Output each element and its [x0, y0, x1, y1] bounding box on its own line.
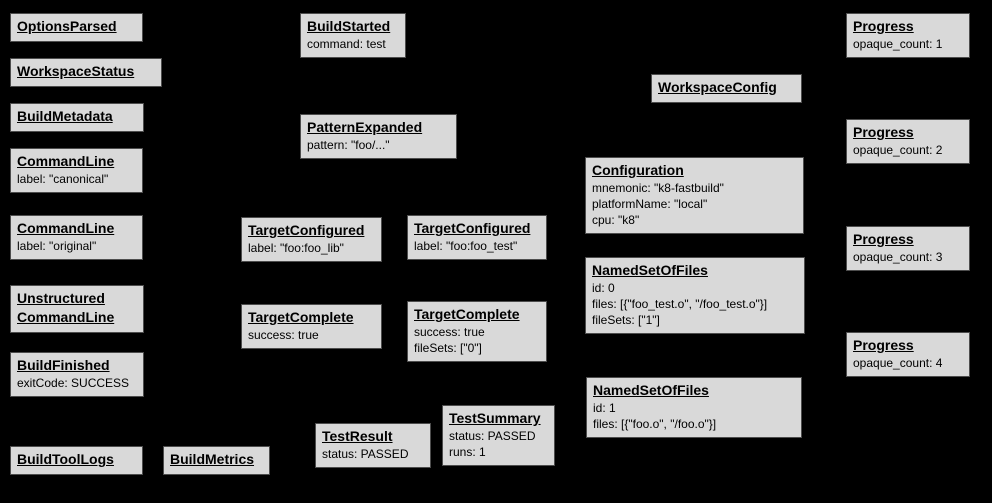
event-title: Unstructured CommandLine: [17, 290, 115, 325]
event-field: fileSets: ["0"]: [414, 341, 482, 355]
event-box-unstructured-command-line: Unstructured CommandLine: [10, 285, 144, 333]
event-box-test-result: TestResult status: PASSED: [315, 423, 431, 468]
event-title: CommandLine: [17, 220, 115, 236]
event-title: PatternExpanded: [307, 119, 423, 135]
event-field: opaque_count: 2: [853, 143, 943, 157]
event-box-build-finished: BuildFinished exitCode: SUCCESS: [10, 352, 144, 397]
event-box-command-line-original: CommandLine label: "original": [10, 215, 143, 260]
event-box-options-parsed: OptionsParsed: [10, 13, 143, 42]
event-box-target-complete-foo-lib: TargetComplete success: true: [241, 304, 382, 349]
event-title: CommandLine: [17, 153, 115, 169]
event-box-test-summary: TestSummary status: PASSED runs: 1: [442, 405, 555, 466]
event-field: label: "canonical": [17, 172, 109, 186]
event-title: NamedSetOfFiles: [593, 382, 709, 398]
event-title: BuildToolLogs: [17, 451, 114, 467]
event-title: TargetComplete: [248, 309, 354, 325]
event-title: OptionsParsed: [17, 18, 117, 34]
event-field: id: 1: [593, 401, 616, 415]
event-field: pattern: "foo/...": [307, 138, 390, 152]
event-field: label: "original": [17, 239, 97, 253]
event-title: TargetComplete: [414, 306, 520, 322]
event-field: exitCode: SUCCESS: [17, 376, 130, 390]
event-field: success: true: [414, 325, 485, 339]
event-title: BuildStarted: [307, 18, 391, 34]
event-field: status: PASSED: [322, 447, 409, 461]
event-title: WorkspaceStatus: [17, 63, 135, 79]
event-title: Progress: [853, 124, 914, 140]
event-box-target-configured-foo-lib: TargetConfigured label: "foo:foo_lib": [241, 217, 382, 262]
event-box-build-metrics: BuildMetrics: [163, 446, 270, 475]
event-field: id: 0: [592, 281, 615, 295]
event-box-progress-1: Progress opaque_count: 1: [846, 13, 970, 58]
event-box-progress-3: Progress opaque_count: 3: [846, 226, 970, 271]
event-box-build-metadata: BuildMetadata: [10, 103, 144, 132]
event-box-progress-2: Progress opaque_count: 2: [846, 119, 970, 164]
event-title: BuildFinished: [17, 357, 110, 373]
event-box-command-line-canonical: CommandLine label: "canonical": [10, 148, 143, 193]
event-box-configuration: Configuration mnemonic: "k8-fastbuild" p…: [585, 157, 804, 234]
event-field: files: [{"foo_test.o", "/foo_test.o"}]: [592, 297, 768, 311]
event-field: status: PASSED: [449, 429, 536, 443]
event-field: command: test: [307, 37, 386, 51]
event-title: TestResult: [322, 428, 393, 444]
event-field: files: [{"foo.o", "/foo.o"}]: [593, 417, 717, 431]
event-title: TargetConfigured: [414, 220, 531, 236]
event-box-named-set-of-files-1: NamedSetOfFiles id: 1 files: [{"foo.o", …: [586, 377, 802, 438]
event-title: Progress: [853, 337, 914, 353]
event-title: WorkspaceConfig: [658, 79, 777, 95]
event-field: label: "foo:foo_test": [414, 239, 518, 253]
event-field: fileSets: ["1"]: [592, 313, 660, 327]
event-box-workspace-status: WorkspaceStatus: [10, 58, 162, 87]
event-title: BuildMetadata: [17, 108, 113, 124]
event-title: NamedSetOfFiles: [592, 262, 708, 278]
event-box-progress-4: Progress opaque_count: 4: [846, 332, 970, 377]
event-title: BuildMetrics: [170, 451, 255, 467]
event-field: opaque_count: 1: [853, 37, 943, 51]
event-title: Progress: [853, 18, 914, 34]
event-title: TargetConfigured: [248, 222, 365, 238]
event-title: TestSummary: [449, 410, 541, 426]
event-box-named-set-of-files-0: NamedSetOfFiles id: 0 files: [{"foo_test…: [585, 257, 805, 334]
event-box-workspace-config: WorkspaceConfig: [651, 74, 802, 103]
event-field: label: "foo:foo_lib": [248, 241, 344, 255]
event-field: platformName: "local": [592, 197, 708, 211]
event-field: cpu: "k8": [592, 213, 640, 227]
event-title: Progress: [853, 231, 914, 247]
event-box-build-started: BuildStarted command: test: [300, 13, 406, 58]
event-field: runs: 1: [449, 445, 486, 459]
event-field: success: true: [248, 328, 319, 342]
event-title: Configuration: [592, 162, 684, 178]
event-box-target-complete-foo-test: TargetComplete success: true fileSets: […: [407, 301, 547, 362]
event-field: opaque_count: 3: [853, 250, 943, 264]
event-box-build-tool-logs: BuildToolLogs: [10, 446, 143, 475]
event-field: mnemonic: "k8-fastbuild": [592, 181, 724, 195]
event-field: opaque_count: 4: [853, 356, 943, 370]
event-box-target-configured-foo-test: TargetConfigured label: "foo:foo_test": [407, 215, 547, 260]
event-box-pattern-expanded: PatternExpanded pattern: "foo/...": [300, 114, 457, 159]
